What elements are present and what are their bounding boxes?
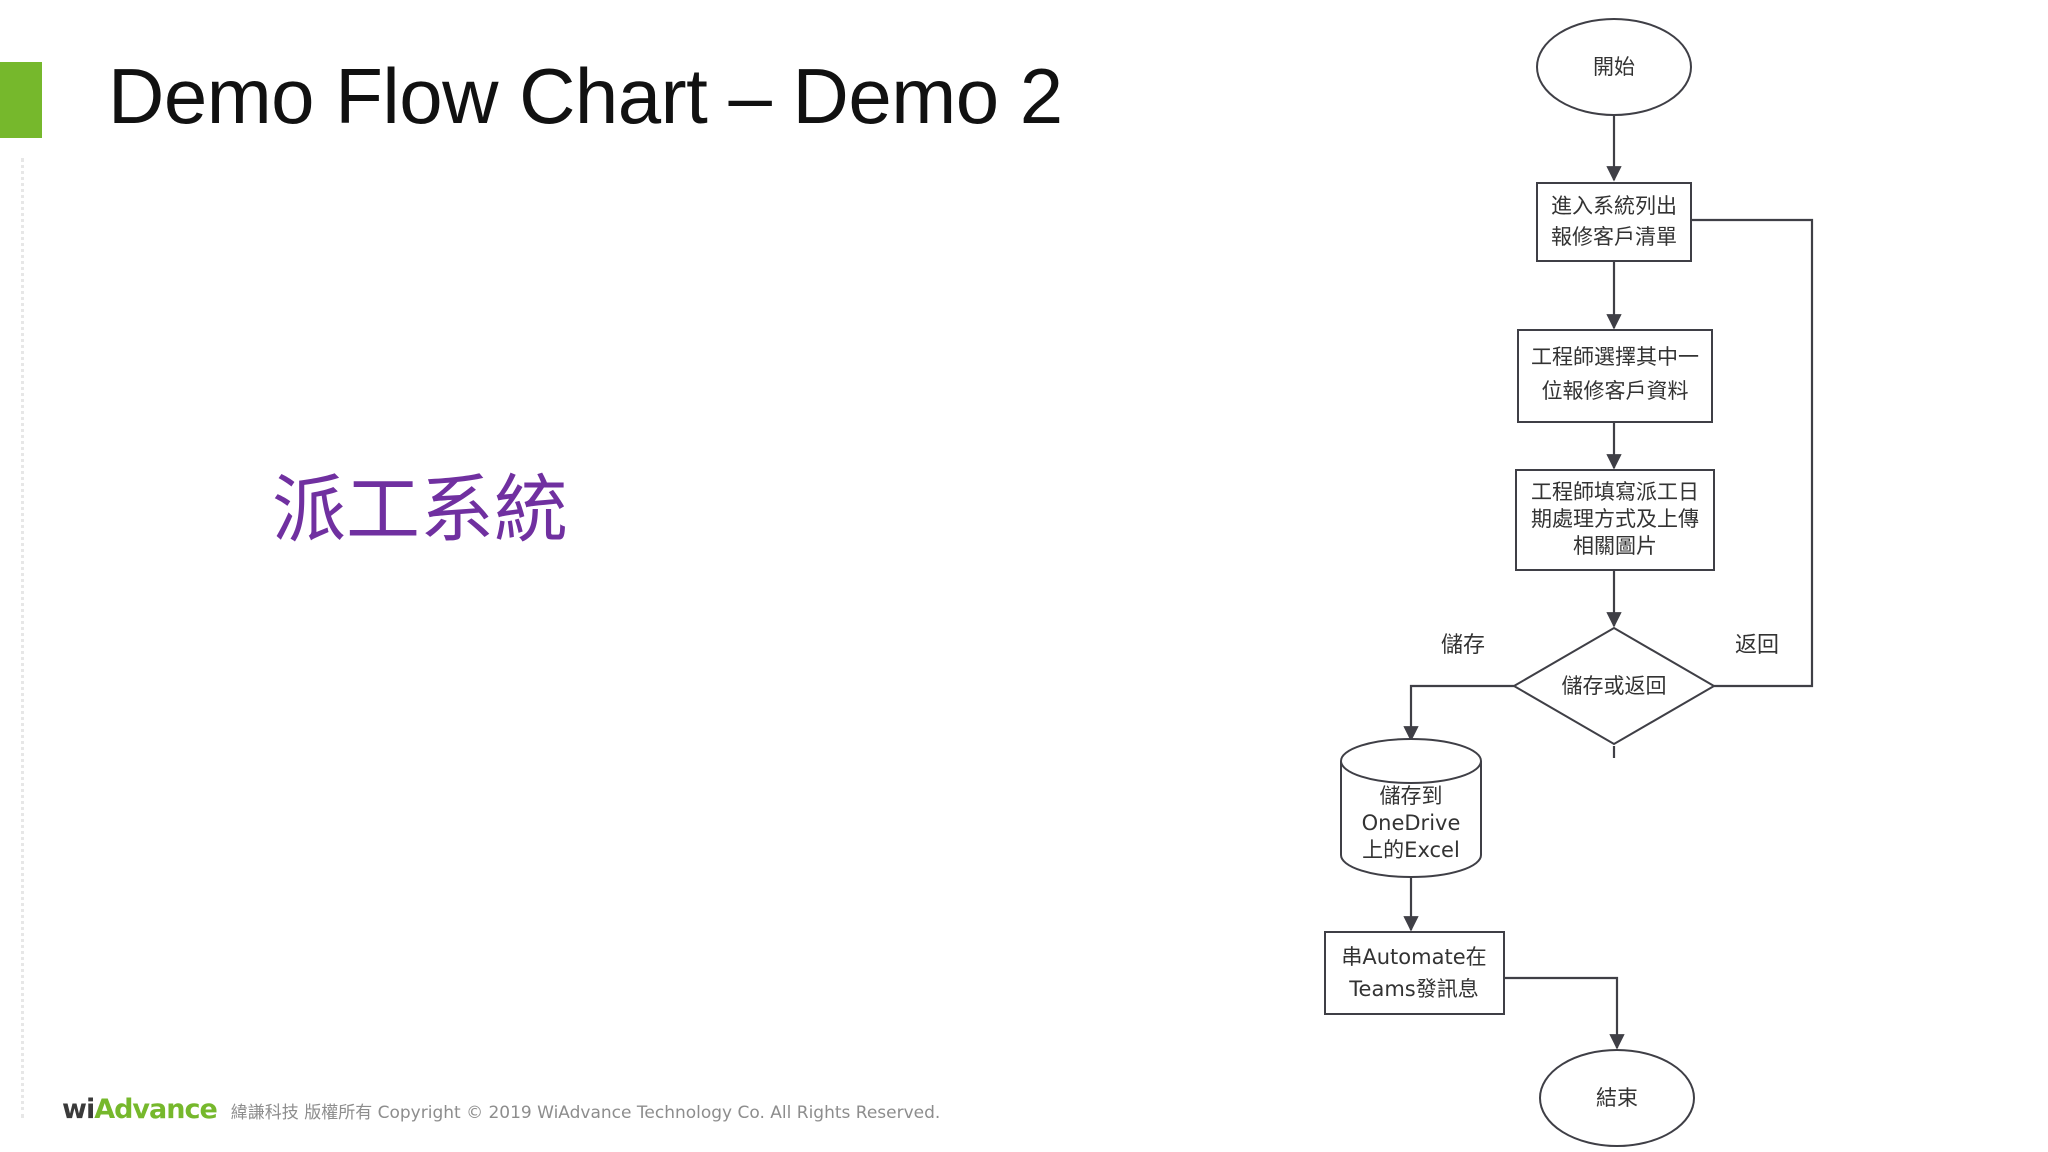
node-store-line2: OneDrive [1362,811,1461,835]
node-start-label: 開始 [1593,55,1635,79]
node-decide: 儲存或返回 [1512,626,1716,746]
edge-label-save: 儲存 [1441,633,1485,658]
node-end-label: 結束 [1596,1086,1638,1110]
node-select-line1: 工程師選擇其中一 [1531,345,1699,369]
node-automate-line2: Teams發訊息 [1348,977,1478,1001]
node-select: 工程師選擇其中一 位報修客戶資料 [1517,329,1713,423]
node-list: 進入系統列出 報修客戶清單 [1536,182,1692,262]
subject-label: 派工系統 [272,467,568,553]
edge-automate-to-end [1504,976,1625,1050]
title-accent-bar [0,62,42,138]
edge-decide-to-store-save [1403,684,1514,742]
node-fill-line1: 工程師填寫派工日 [1531,480,1699,504]
logo-text-advance: Advance [94,1094,218,1125]
edge-decide-to-list-return [1676,212,1814,688]
logo-text-wi: wi [62,1094,95,1125]
node-decide-text: 儲存或返回 [1562,674,1667,698]
node-select-line2: 位報修客戶資料 [1542,379,1689,403]
node-automate: 串Automate在 Teams發訊息 [1324,931,1505,1015]
node-automate-line1: 串Automate在 [1341,945,1486,969]
node-list-line2: 報修客戶清單 [1551,225,1677,249]
node-store-line1: 儲存到 [1380,784,1443,808]
node-list-line1: 進入系統列出 [1551,194,1677,218]
edge-label-return: 返回 [1735,633,1779,658]
node-fill-line3: 相關圖片 [1573,534,1657,558]
node-store-line3: 上的Excel [1362,838,1460,862]
node-end: 結束 [1539,1049,1695,1147]
node-fill: 工程師填寫派工日 期處理方式及上傳 相關圖片 [1515,469,1715,571]
page-title: Demo Flow Chart – Demo 2 [108,52,1063,140]
footer: wiAdvance 緯謙科技 版權所有 Copyright © 2019 WiA… [62,1094,940,1125]
node-store: 儲存到 OneDrive 上的Excel [1340,738,1482,878]
node-start: 開始 [1536,18,1692,116]
left-dotted-rule [21,158,24,1118]
wiadvance-logo: wiAdvance [62,1094,218,1125]
node-fill-line2: 期處理方式及上傳 [1531,507,1699,531]
copyright-text: 緯謙科技 版權所有 Copyright © 2019 WiAdvance Tec… [230,1103,941,1123]
